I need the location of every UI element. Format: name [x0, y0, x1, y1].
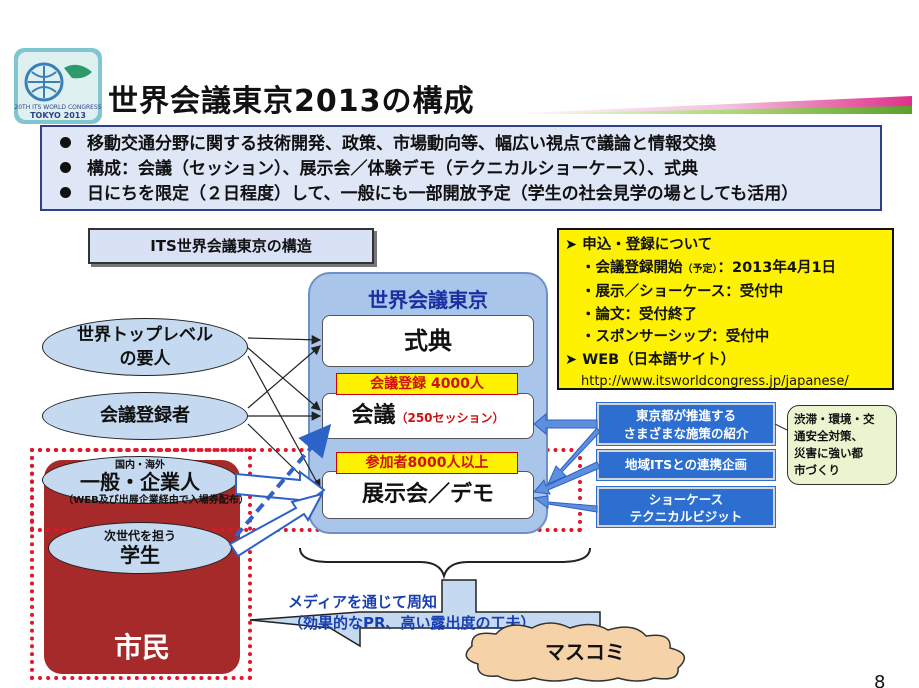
arrow-vip-expo [247, 355, 321, 490]
exhibition-box: 展示会／デモ [322, 471, 534, 519]
citizens-dotted-frame [30, 448, 252, 680]
summary-box: 移動交通分野に関する技術開発、政策、市場動向等、幅広い視点で議論と情報交換 構成… [40, 125, 882, 211]
info-heading: ➤ 申込・登録について [565, 237, 713, 253]
showcase-box: ショーケーステクニカルビジット [596, 486, 776, 528]
its-congress-logo: 20TH ITS WORLD CONGRESS TOKYO 2013 [14, 48, 102, 124]
arrow-vip-ceremony [247, 334, 322, 345]
arrow-policy-expo [547, 427, 601, 485]
summary-line: 構成：会議（セッション）、展示会／体験デモ（テクニカルショーケース）、式典 [56, 157, 880, 182]
mass-media-label: マスコミ [545, 640, 625, 664]
media-arrow-shape [249, 579, 601, 648]
page-title: 世界会議東京2013の構成 [108, 84, 475, 119]
registration-count-banner: 会議登録 4000人 [336, 373, 518, 395]
structure-label: ITS世界会議東京の構造 [88, 228, 374, 264]
business-ticket-note: （WEB及び出展企業経由で入場券配布） [63, 495, 249, 506]
arrow-students-expo [228, 492, 324, 558]
arrow-bullet-icon: ➤ [565, 237, 583, 253]
mass-media-cloud [458, 618, 708, 684]
registrants-ellipse: 会議登録者 [42, 392, 248, 440]
bullet-icon [60, 187, 71, 198]
participant-count-banner: 参加者8000人以上 [336, 452, 518, 474]
arrow-policy-conference [533, 412, 598, 436]
page-number: 8 [874, 672, 886, 688]
policy-note-callout: 渋滞・環境・交 通安全対策、 災害に強い都 市づくり [787, 405, 897, 485]
summary-line: 移動交通分野に関する技術開発、政策、市場動向等、幅広い視点で議論と情報交換 [56, 132, 880, 157]
general-business-ellipse: 国内・海外一般・企業人 [42, 456, 238, 504]
bullet-icon [60, 162, 71, 173]
logo-line2: TOKYO 2013 [30, 111, 86, 120]
info-reg-start: ・会議登録開始（予定）：2013年4月1日 [581, 259, 837, 276]
callout-pointer [774, 423, 788, 431]
summary-line: 日にちを限定（２日程度）して、一般にも一部開放予定（学生の社会見学の場としても活… [56, 182, 880, 207]
arrow-regional-expo [533, 461, 601, 495]
arrow-showcase-expo [532, 495, 598, 513]
logo-line1: 20TH ITS WORLD CONGRESS [14, 104, 101, 111]
vip-ellipse: 世界トップレベルの要人 [42, 318, 248, 376]
registration-info-box: ➤ 申込・登録について ・会議登録開始（予定）：2013年4月1日 ・展示／ショ… [557, 228, 894, 390]
info-paper: ・論文：受付終了 [581, 306, 697, 323]
info-expo: ・展示／ショーケース：受付中 [581, 284, 784, 300]
ceremony-box: 式典 [322, 315, 534, 367]
arrow-students-conference [234, 423, 332, 538]
info-url-link[interactable]: http://www.itsworldcongress.jp/japanese/ [581, 374, 849, 389]
tokyo-policy-box: 東京都が推進するさまざまな施策の紹介 [596, 402, 776, 446]
brace-shape [299, 547, 591, 580]
conference-box: 会議（250セッション） [322, 393, 534, 439]
students-ellipse: 次世代を担う学生 [48, 522, 232, 574]
bullet-icon [60, 137, 71, 148]
title-underline-wedge [500, 92, 912, 114]
arrow-bullet-icon: ➤ [565, 351, 583, 368]
media-text: メディアを通じて周知 （効果的なPR、高い露出度の工夫） [288, 593, 536, 632]
info-web: ➤ WEB（日本語サイト） [565, 351, 736, 368]
info-sponsor: ・スポンサーシップ：受付中 [581, 329, 770, 345]
arrow-vip-conference [247, 347, 321, 411]
arrow-reg-ceremony [247, 345, 321, 409]
regional-its-box: 地域ITSとの連携企画 [596, 449, 776, 481]
citizens-label: 市民 [113, 631, 170, 664]
congress-title: 世界会議東京 [368, 288, 488, 312]
